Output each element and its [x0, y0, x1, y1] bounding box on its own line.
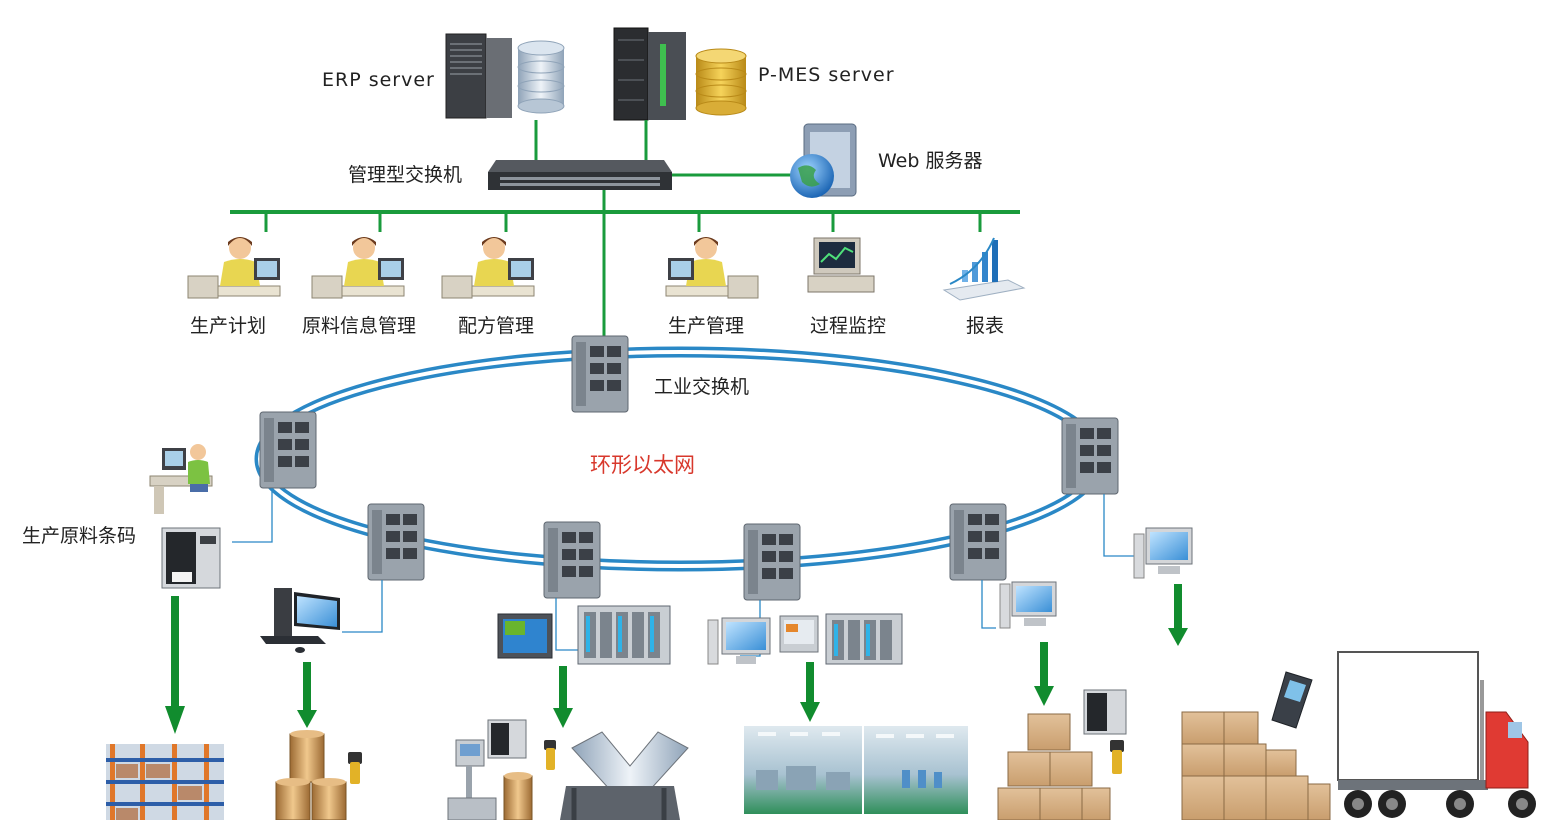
- barcode-printer-icon: [161, 527, 221, 589]
- core-switch-label: 管理型交换机: [348, 164, 463, 186]
- ring-network-label: 环形以太网: [590, 453, 695, 477]
- web-server-label: Web 服务器: [878, 150, 983, 172]
- industrial-switch-icon-right: [1061, 417, 1119, 495]
- workstation-label-material-info: 原料信息管理: [302, 315, 417, 337]
- industrial-switch-icon-b1: [367, 503, 425, 581]
- label-printer-icon: [487, 719, 527, 759]
- core-switch-icon: [488, 160, 672, 190]
- desktop-pc-icon: [260, 588, 340, 653]
- pmes-server-label: P-MES server: [758, 64, 895, 86]
- industrial-switch-label: 工业交换机: [654, 376, 750, 398]
- workstation-label-process-monitor: 过程监控: [810, 315, 887, 337]
- industrial-switch-icon-b4: [949, 503, 1007, 581]
- industrial-switch-icon-left: [259, 411, 317, 489]
- industrial-switch-icon-b3: [743, 523, 801, 601]
- erp-server-label: ERP server: [322, 69, 435, 91]
- erp-server-icon: [445, 33, 512, 119]
- workstation-label-production-plan: 生产计划: [190, 315, 267, 337]
- server-links: [534, 120, 792, 177]
- hmi-panel-icon: [497, 613, 553, 659]
- monitor-icon-2: [707, 617, 771, 665]
- industrial-switch-icon-top: [571, 335, 629, 413]
- carton-stack-icon: [997, 713, 1111, 820]
- operator-icon-2: [311, 237, 405, 299]
- label-printer-icon-2: [1083, 689, 1127, 735]
- cleanroom-photo-2: [864, 726, 968, 814]
- operator-icon-4: [665, 237, 759, 299]
- workstation-label-recipe: 配方管理: [458, 315, 535, 337]
- workstation-label-production-mgmt: 生产管理: [668, 315, 745, 337]
- pmes-database-icon: [695, 48, 747, 116]
- barcode-scanner-icon: [348, 752, 362, 784]
- weighing-station-icon: [447, 739, 497, 820]
- delivery-truck-icon: [1337, 651, 1536, 818]
- plc-rack-icon-2: [825, 613, 903, 665]
- flow-arrows: [165, 584, 1188, 734]
- shipping-cartons-icon: [1181, 711, 1331, 820]
- material-drum-icon-2: [503, 772, 533, 820]
- barcode-scanner-icon-2: [544, 740, 556, 770]
- barcode-station-label: 生产原料条码: [22, 525, 137, 547]
- pmes-server-icon: [613, 27, 686, 121]
- bus-drops: [264, 190, 982, 345]
- operator-icon-3: [441, 237, 535, 299]
- web-server-icon: [790, 123, 857, 198]
- monitor-icon-4: [1133, 527, 1193, 579]
- process-monitor-icon: [807, 237, 875, 293]
- operator-icon-1: [187, 237, 281, 299]
- handheld-terminal-icon: [1271, 671, 1313, 729]
- erp-database-icon: [517, 40, 565, 114]
- report-icon: [942, 237, 1026, 301]
- v-mixer-icon: [560, 731, 689, 820]
- material-drums-icon: [275, 730, 347, 820]
- barcode-operator-icon: [149, 444, 213, 514]
- plc-rack-icon-1: [577, 605, 671, 665]
- field-connectors: [232, 488, 1134, 657]
- workstation-label-report: 报表: [966, 315, 1005, 337]
- hmi-panel-icon-2: [779, 615, 819, 653]
- warehouse-rack-icon: [106, 744, 224, 820]
- industrial-switch-icon-b2: [543, 521, 601, 599]
- monitor-icon-3: [999, 581, 1057, 629]
- cleanroom-photo-1: [744, 726, 862, 814]
- barcode-scanner-icon-3: [1110, 740, 1124, 774]
